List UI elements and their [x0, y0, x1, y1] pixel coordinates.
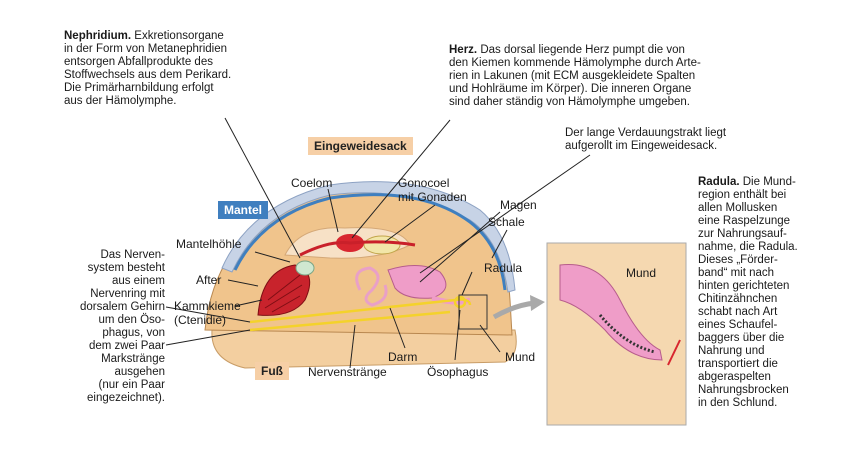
nervenstraenge-label: Nervenstränge [308, 365, 387, 379]
leader-lines [165, 117, 591, 369]
stomach-shape [387, 265, 447, 299]
gonocoel-label: Gonocoel mit Gonaden [398, 176, 467, 204]
oesophagus-label: Ösophagus [427, 365, 489, 379]
nephridium-shape [295, 260, 315, 276]
nephridium-title: Nephridium. [64, 30, 132, 42]
radula-label: Radula [484, 261, 523, 275]
nephridium-annotation: Nephridium. Exkretionsorgane in der Form… [64, 30, 304, 108]
artery [299, 240, 416, 257]
herz-text: Das dorsal liegende Herz pumpt die von d… [449, 44, 701, 108]
mantelhoehle-label: Mantelhöhle [176, 237, 242, 251]
gonad-shape [363, 235, 401, 255]
gill-lamellae [264, 274, 303, 313]
radula-box [458, 294, 488, 330]
radula-title: Radula. [698, 176, 740, 188]
darm-label: Darm [388, 350, 418, 364]
radula-text: Die Mund- region enthält bei allen Mollu… [698, 176, 798, 409]
mund-label: Mund [505, 350, 536, 364]
coelom-label: Coelom [291, 176, 333, 190]
radula-detail-mouth [559, 263, 663, 361]
gut-coils [355, 266, 388, 307]
kammkieme-label: Kammkieme (Ctenidie) [174, 299, 241, 327]
nerve-ring [453, 295, 467, 309]
mund-detail-label: Mund [626, 266, 657, 280]
schale-label: Schale [488, 215, 525, 229]
verdauung-annotation: Der lange Verdauungstrakt liegt aufgerol… [565, 127, 727, 152]
magen-label: Magen [500, 198, 537, 212]
nerven-annotation: Das Nerven- system besteht aus einem Ner… [79, 249, 165, 404]
eingeweidesack-tag: Eingeweidesack [308, 137, 413, 155]
radula-detail-arrow [667, 339, 681, 366]
mantel-tag: Mantel [218, 201, 269, 219]
foot-shape [211, 329, 517, 369]
mantle-line [233, 193, 507, 291]
radula-detail-teeth [598, 314, 656, 354]
fuss-tag: Fuß [255, 362, 289, 380]
after-label: After [196, 273, 222, 287]
radula-annotation: Radula. Die Mund- region enthält bei all… [698, 176, 838, 410]
herz-title: Herz. [449, 44, 478, 56]
magnify-arrowhead [530, 295, 545, 311]
herz-annotation: Herz. Das dorsal liegende Herz pumpt die… [449, 44, 769, 109]
nephridium-text: Exkretionsorgane in der Form von Metanep… [64, 30, 232, 107]
